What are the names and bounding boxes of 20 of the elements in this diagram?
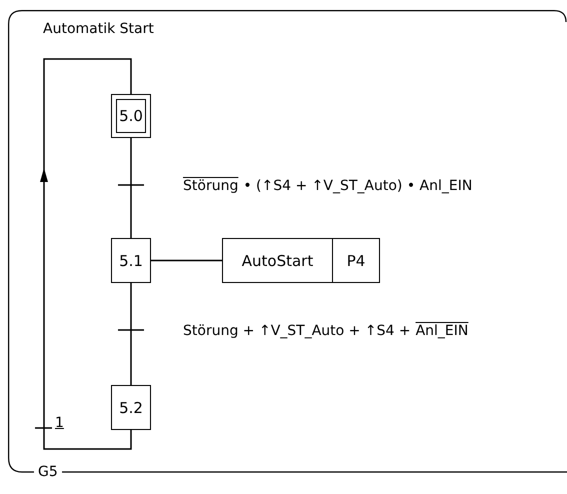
action-address: P4 — [332, 239, 379, 282]
step-number: 5.2 — [119, 398, 143, 416]
group-title: Automatik Start — [43, 22, 154, 36]
step-box — [111, 385, 151, 430]
step-box — [111, 238, 151, 283]
action-text: AutoStart — [240, 250, 314, 272]
connector-line — [151, 260, 222, 262]
transition-condition: Störung + ↑V_ST_Auto + ↑S4 + — [183, 324, 411, 338]
initial-step-box — [111, 94, 151, 138]
action-box — [222, 238, 380, 283]
connector-line — [130, 283, 132, 385]
transition-condition: • (↑S4 + ↑V_ST_Auto) • Anl_EIN — [243, 179, 472, 193]
step-number: 5.1 — [119, 252, 143, 270]
return-arrow — [40, 58, 132, 450]
step-number: 5.0 — [119, 107, 143, 125]
transition-condition: Anl_EIN — [416, 324, 468, 338]
group-name: G5 — [34, 465, 62, 479]
connector-line — [130, 138, 132, 238]
transition-number: 1 — [55, 416, 64, 430]
transition-condition: Störung — [183, 179, 238, 193]
